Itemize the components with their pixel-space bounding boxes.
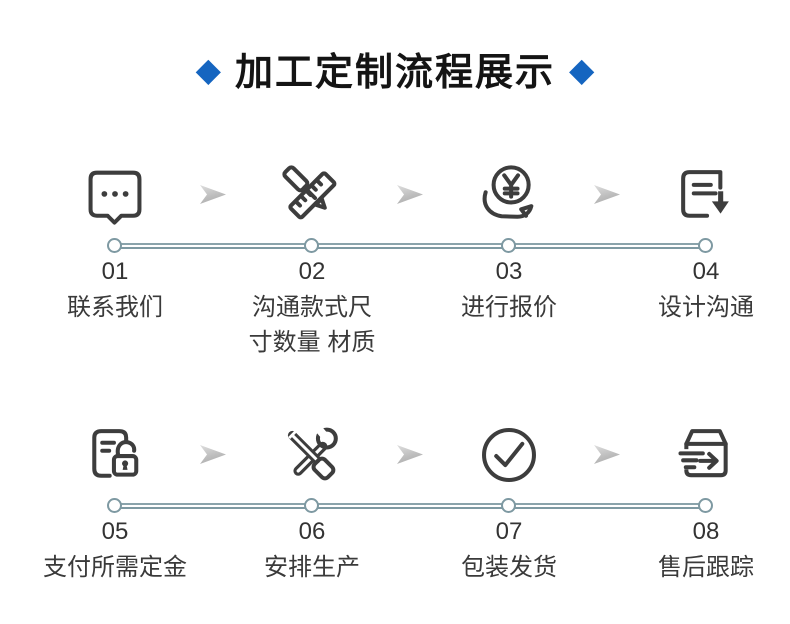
timeline-node	[304, 238, 319, 253]
ruler-pen-icon	[213, 158, 411, 230]
step-label: 进行报价	[461, 294, 557, 321]
step-01: 01 联系我们	[16, 158, 214, 325]
flow-row-1: 01 联系我们 02 沟通款式尺 寸数量 材质	[0, 158, 790, 368]
step-06: 06 安排生产	[213, 418, 411, 585]
timeline-node	[698, 498, 713, 513]
step-label: 设计沟通	[658, 294, 754, 321]
tools-icon	[213, 418, 411, 490]
step-07: 07 包装发货	[410, 418, 608, 585]
document-download-icon	[607, 158, 790, 230]
check-circle-icon	[410, 418, 608, 490]
step-number: 04	[692, 258, 720, 285]
step-03: 03 进行报价	[410, 158, 608, 325]
step-label: 沟通款式尺 寸数量 材质	[248, 294, 376, 356]
page-title: ◆ 加工定制流程展示 ◆	[0, 40, 790, 96]
step-number: 06	[298, 518, 326, 545]
step-number: 07	[495, 518, 523, 545]
document-lock-icon	[16, 418, 214, 490]
step-label: 支付所需定金	[43, 554, 187, 581]
timeline-node	[698, 238, 713, 253]
timeline-line	[115, 503, 707, 509]
step-05: 05 支付所需定金	[16, 418, 214, 585]
timeline-node	[501, 238, 516, 253]
timeline-node	[107, 498, 122, 513]
step-number: 03	[495, 258, 523, 285]
step-04: 04 设计沟通	[607, 158, 790, 325]
step-number: 08	[692, 518, 720, 545]
step-label: 联系我们	[67, 294, 163, 321]
step-02: 02 沟通款式尺 寸数量 材质	[213, 158, 411, 360]
flow-row-2: 05 支付所需定金 06 安排生产	[0, 418, 790, 624]
hand-coin-yuan-icon	[410, 158, 608, 230]
step-number: 01	[101, 258, 129, 285]
chat-bubble-icon	[16, 158, 214, 230]
timeline-node	[107, 238, 122, 253]
diamond-icon: ◆	[195, 50, 221, 88]
step-number: 02	[298, 258, 326, 285]
step-08: 08 售后跟踪	[607, 418, 790, 585]
package-ship-icon	[607, 418, 790, 490]
step-label: 包装发货	[461, 554, 557, 581]
diamond-icon: ◆	[569, 50, 595, 88]
timeline-node	[501, 498, 516, 513]
step-label: 安排生产	[264, 554, 360, 581]
step-number: 05	[101, 518, 129, 545]
timeline-line	[115, 243, 707, 249]
page-title-text: 加工定制流程展示	[234, 51, 555, 94]
step-label: 售后跟踪	[658, 554, 754, 581]
timeline-node	[304, 498, 319, 513]
